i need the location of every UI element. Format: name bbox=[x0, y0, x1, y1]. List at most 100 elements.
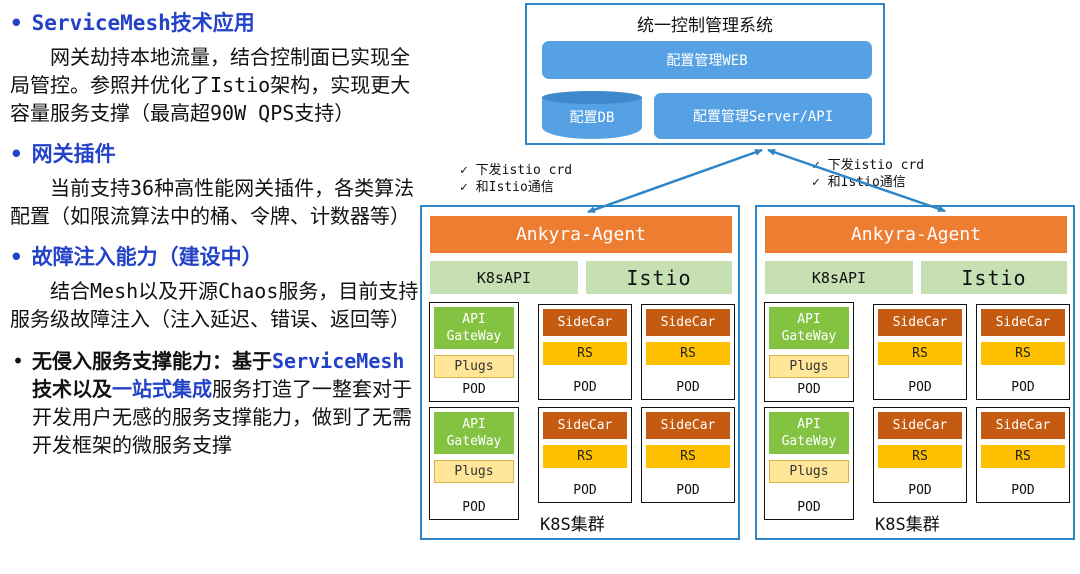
final-bullet-highlight-servicemesh: ServiceMesh bbox=[272, 349, 405, 373]
control-system-box: 统一控制管理系统 配置管理WEB 配置DB 配置管理Server/API bbox=[525, 3, 885, 145]
api-gateway-label-line1: API bbox=[797, 312, 821, 327]
pod-label: POD bbox=[908, 380, 932, 395]
feature-section-fault-injection: • 故障注入能力（建设中） 结合Mesh以及开源Chaos服务，目前支持服务级故… bbox=[10, 244, 422, 333]
final-bullet-prefix: 无侵入服务支撑能力：基于 bbox=[32, 349, 272, 373]
section-heading-text: 故障注入能力（建设中） bbox=[31, 245, 263, 269]
pod-label: POD bbox=[676, 483, 700, 498]
arrow-to-cluster-1 bbox=[587, 148, 763, 214]
section-body: 网关劫持本地流量，结合控制面已实现全局管控。参照并优化了Istio架构，实现更大… bbox=[10, 45, 411, 125]
feature-section-noninvasive: • 无侵入服务支撑能力：基于ServiceMesh 技术以及一站式集成服务打造了一整… bbox=[10, 347, 422, 459]
plugs-box: Plugs bbox=[434, 460, 514, 483]
ankyra-agent-bar: Ankyra-Agent bbox=[430, 216, 732, 253]
ankyra-agent-bar: Ankyra-Agent bbox=[765, 216, 1067, 253]
plugs-box: Plugs bbox=[769, 355, 849, 378]
sidecar-pod: SideCar RS POD bbox=[641, 407, 735, 503]
section-body: 结合Mesh以及开源Chaos服务，目前支持服务级故障注入（注入延迟、错误、返回… bbox=[10, 279, 419, 331]
plugs-box: Plugs bbox=[434, 355, 514, 378]
k8s-cluster-2: Ankyra-Agent K8sAPI Istio API GateWay Pl… bbox=[755, 205, 1075, 540]
sidecar-box: SideCar bbox=[981, 412, 1065, 439]
annotation-line: ✓ 下发istio crd bbox=[812, 158, 925, 173]
sidecar-box: SideCar bbox=[646, 412, 730, 439]
config-db-cylinder: 配置DB bbox=[542, 91, 642, 139]
pod-label: POD bbox=[573, 483, 597, 498]
pod-label: POD bbox=[676, 380, 700, 395]
rs-box: RS bbox=[646, 342, 730, 365]
pod-label: POD bbox=[1011, 380, 1035, 395]
sidecar-pod: SideCar RS POD bbox=[976, 304, 1070, 400]
section-heading: • ServiceMesh技术应用 bbox=[10, 10, 422, 37]
annotation-line: ✓ 和Istio通信 bbox=[812, 175, 906, 190]
final-bullet-suffix: 服务打造了一整套对于开发用户无感的服务支撑能力，做到了无需开发框架的微服务支撑 bbox=[32, 377, 412, 457]
api-gateway-label-line2: GateWay bbox=[781, 434, 837, 449]
rs-box: RS bbox=[981, 445, 1065, 468]
sidecar-box: SideCar bbox=[543, 412, 627, 439]
sidecar-box: SideCar bbox=[878, 309, 962, 336]
sidecar-box: SideCar bbox=[981, 309, 1065, 336]
section-heading-text: ServiceMesh技术应用 bbox=[31, 11, 255, 35]
pod-label: POD bbox=[797, 500, 821, 515]
cluster-caption: K8S集群 bbox=[540, 515, 605, 535]
feature-text-panel: • ServiceMesh技术应用 网关劫持本地流量，结合控制面已实现全局管控。… bbox=[10, 0, 422, 459]
rs-box: RS bbox=[543, 342, 627, 365]
api-gateway-label-line1: API bbox=[462, 417, 486, 432]
bullet-icon: • bbox=[10, 142, 23, 166]
annotation-left: ✓ 下发istio crd ✓ 和Istio通信 bbox=[460, 162, 572, 196]
sidecar-pod: SideCar RS POD bbox=[538, 304, 632, 400]
annotation-line: ✓ 和Istio通信 bbox=[460, 180, 554, 195]
config-db-label: 配置DB bbox=[569, 110, 615, 126]
pod-label: POD bbox=[908, 483, 932, 498]
section-body: 当前支持36种高性能网关插件，各类算法配置（如限流算法中的桶、令牌、计数器等） bbox=[10, 176, 415, 228]
cluster-caption: K8S集群 bbox=[875, 515, 940, 535]
pod-label: POD bbox=[797, 382, 821, 397]
pod-label: POD bbox=[462, 500, 486, 515]
pod-label: POD bbox=[462, 382, 486, 397]
config-server-api-box: 配置管理Server/API bbox=[654, 93, 872, 139]
feature-section-servicemesh: • ServiceMesh技术应用 网关劫持本地流量，结合控制面已实现全局管控。… bbox=[10, 10, 422, 127]
api-gateway-label-line2: GateWay bbox=[446, 434, 502, 449]
api-gateway-pod: API GateWay Plugs POD bbox=[429, 407, 519, 520]
annotation-right: ✓ 下发istio crd ✓ 和Istio通信 bbox=[812, 157, 924, 191]
istio-box: Istio bbox=[586, 261, 732, 294]
api-gateway-label-line1: API bbox=[462, 312, 486, 327]
api-gateway-pod: API GateWay Plugs POD bbox=[429, 302, 519, 402]
final-bullet-highlight-onestop: 一站式集成 bbox=[112, 377, 212, 401]
rs-box: RS bbox=[646, 445, 730, 468]
rs-box: RS bbox=[878, 342, 962, 365]
k8s-cluster-1: Ankyra-Agent K8sAPI Istio API GateWay Pl… bbox=[420, 205, 740, 540]
api-gateway-box: API GateWay bbox=[769, 307, 849, 349]
api-gateway-label-line1: API bbox=[797, 417, 821, 432]
sidecar-pod: SideCar RS POD bbox=[976, 407, 1070, 503]
plugs-box: Plugs bbox=[769, 460, 849, 483]
istio-box: Istio bbox=[921, 261, 1067, 294]
pod-label: POD bbox=[573, 380, 597, 395]
bullet-icon: • bbox=[12, 349, 25, 373]
feature-section-gateway-plugins: • 网关插件 当前支持36种高性能网关插件，各类算法配置（如限流算法中的桶、令牌… bbox=[10, 141, 422, 230]
section-heading: • 故障注入能力（建设中） bbox=[10, 244, 422, 271]
k8sapi-box: K8sAPI bbox=[430, 261, 578, 294]
k8sapi-box: K8sAPI bbox=[765, 261, 913, 294]
section-heading: • 网关插件 bbox=[10, 141, 422, 168]
sidecar-box: SideCar bbox=[646, 309, 730, 336]
api-gateway-box: API GateWay bbox=[434, 412, 514, 454]
sidecar-box: SideCar bbox=[878, 412, 962, 439]
rs-box: RS bbox=[878, 445, 962, 468]
final-bullet-middle: 技术以及 bbox=[32, 377, 112, 401]
api-gateway-pod: API GateWay Plugs POD bbox=[764, 302, 854, 402]
api-gateway-label-line2: GateWay bbox=[446, 329, 502, 344]
sidecar-pod: SideCar RS POD bbox=[873, 407, 967, 503]
sidecar-box: SideCar bbox=[543, 309, 627, 336]
control-system-title: 统一控制管理系统 bbox=[637, 16, 773, 36]
bullet-icon: • bbox=[10, 11, 23, 35]
bullet-icon: • bbox=[10, 245, 23, 269]
sidecar-pod: SideCar RS POD bbox=[538, 407, 632, 503]
api-gateway-box: API GateWay bbox=[769, 412, 849, 454]
api-gateway-box: API GateWay bbox=[434, 307, 514, 349]
rs-box: RS bbox=[981, 342, 1065, 365]
annotation-line: ✓ 下发istio crd bbox=[460, 163, 573, 178]
sidecar-pod: SideCar RS POD bbox=[641, 304, 735, 400]
api-gateway-label-line2: GateWay bbox=[781, 329, 837, 344]
api-gateway-pod: API GateWay Plugs POD bbox=[764, 407, 854, 520]
config-web-box: 配置管理WEB bbox=[542, 41, 872, 79]
pod-label: POD bbox=[1011, 483, 1035, 498]
